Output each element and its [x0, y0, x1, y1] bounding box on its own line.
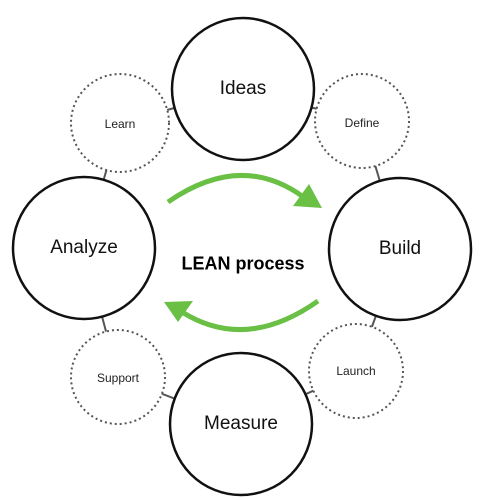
support-label: Support: [96, 371, 140, 385]
arrowheads: [164, 184, 322, 322]
analyze-circle: [11, 175, 157, 321]
ideas-label: Ideas: [219, 78, 267, 99]
learn-circle: [70, 73, 170, 173]
support-circle: [70, 329, 166, 425]
learn-label: Learn: [104, 117, 136, 131]
bottom-arc-arrow-shaft: [180, 298, 320, 333]
launch-circle: [308, 323, 404, 419]
measure-label: Measure: [204, 413, 278, 434]
cycle-arrows: [166, 172, 320, 333]
define-circle: [314, 73, 410, 169]
launch-label: Launch: [336, 364, 376, 378]
top-arrowhead-icon: [293, 184, 322, 208]
top-arc-arrow-shaft: [166, 172, 304, 205]
ideas-circle: [170, 16, 316, 162]
analyze-label: Analyze: [50, 237, 118, 258]
center-title: LEAN process: [181, 253, 305, 274]
bottom-arrowhead-icon: [164, 301, 193, 322]
build-circle: [327, 176, 473, 322]
measure-circle: [168, 351, 314, 497]
define-label: Define: [344, 116, 380, 130]
minor-stage-circles: [70, 73, 410, 425]
build-label: Build: [378, 238, 422, 259]
major-stage-circles: [11, 16, 473, 497]
